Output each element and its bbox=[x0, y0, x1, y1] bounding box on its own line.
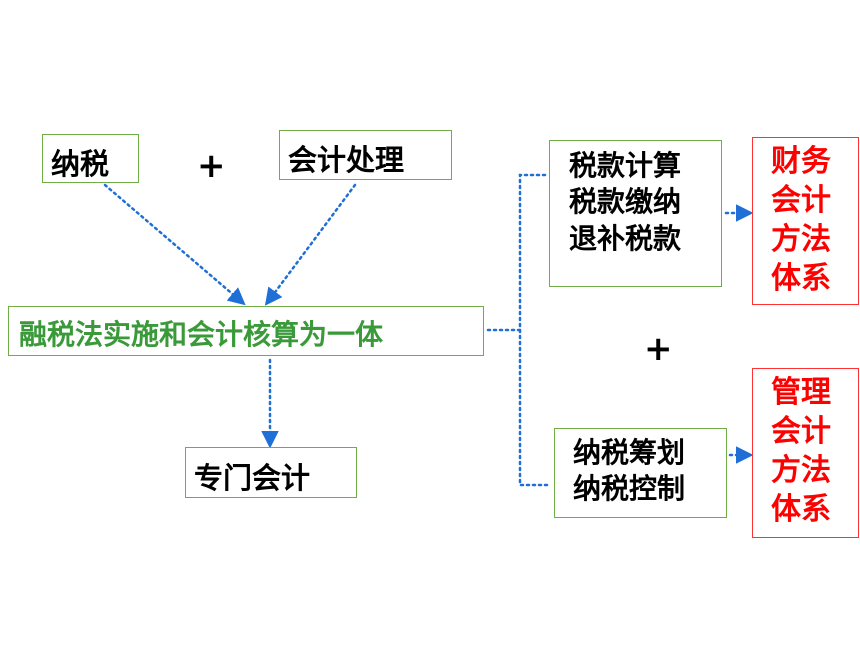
bracket-right bbox=[518, 173, 552, 487]
arrow-nashui-to-ronghe bbox=[103, 183, 246, 306]
shuikuan-line-2: 税款缴纳 bbox=[569, 185, 682, 219]
chouhua-line-2: 纳税控制 bbox=[573, 472, 686, 506]
box-guanli: 管理 会计 方法 体系 bbox=[752, 368, 859, 538]
box-ronghe: 融税法实施和会计核算为一体 bbox=[8, 306, 484, 356]
box-nashui: 纳税 bbox=[42, 134, 139, 183]
caiwu-line-1: 财务 bbox=[771, 144, 831, 179]
plus-sign-top: + bbox=[197, 146, 226, 186]
arrow-kuaiji-to-ronghe bbox=[264, 183, 357, 306]
caiwu-line-4: 体系 bbox=[771, 261, 831, 296]
guanli-line-1: 管理 bbox=[771, 375, 831, 410]
box-zhuanmen-label: 专门会计 bbox=[194, 461, 311, 495]
box-ronghe-label: 融税法实施和会计核算为一体 bbox=[19, 318, 384, 351]
box-kuaiji-chuli: 会计处理 bbox=[279, 130, 452, 180]
box-kuaiji-chuli-label: 会计处理 bbox=[288, 143, 405, 177]
chouhua-line-1: 纳税筹划 bbox=[573, 436, 686, 469]
guanli-line-2: 会计 bbox=[771, 414, 831, 449]
box-shuikuan: 税款计算 税款缴纳 退补税款 bbox=[549, 140, 722, 287]
box-nashui-label: 纳税 bbox=[51, 147, 110, 181]
plus-sign-right: + bbox=[644, 329, 673, 369]
box-zhuanmen: 专门会计 bbox=[185, 447, 357, 498]
caiwu-line-3: 方法 bbox=[771, 222, 831, 257]
shuikuan-line-1: 税款计算 bbox=[569, 149, 682, 182]
guanli-line-3: 方法 bbox=[771, 453, 831, 488]
caiwu-line-2: 会计 bbox=[771, 183, 831, 218]
box-nashui-chouhua: 纳税筹划 纳税控制 bbox=[554, 428, 727, 518]
guanli-line-4: 体系 bbox=[771, 492, 831, 527]
shuikuan-line-3: 退补税款 bbox=[569, 221, 682, 255]
box-caiwu: 财务 会计 方法 体系 bbox=[752, 137, 859, 305]
